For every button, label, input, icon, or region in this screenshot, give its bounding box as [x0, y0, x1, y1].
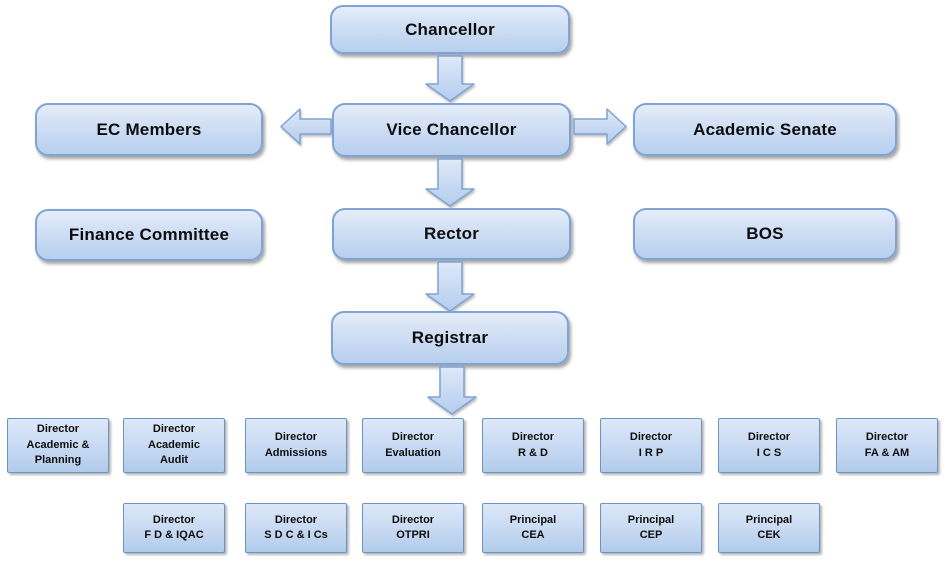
arrow-down-registrar-icon: [427, 366, 477, 415]
node-rector: Rector: [332, 208, 571, 260]
node-principal-cea: Principal CEA: [482, 503, 584, 553]
node-director-fa-am: Director FA & AM: [836, 418, 938, 473]
node-principal-cep: Principal CEP: [600, 503, 702, 553]
node-chancellor: Chancellor: [330, 5, 570, 54]
node-director-evaluation: Director Evaluation: [362, 418, 464, 473]
node-director-ics: Director I C S: [718, 418, 820, 473]
node-academic-senate: Academic Senate: [633, 103, 897, 156]
node-director-academic-planning: Director Academic & Planning: [7, 418, 109, 473]
node-director-otpri: Director OTPRI: [362, 503, 464, 553]
node-director-fd-iqac: Director F D & IQAC: [123, 503, 225, 553]
node-director-sdc-ics: Director S D C & I Cs: [245, 503, 347, 553]
node-director-admissions: Director Admissions: [245, 418, 347, 473]
arrow-right-icon: [573, 108, 627, 145]
node-director-academic-audit: Director Academic Audit: [123, 418, 225, 473]
node-registrar: Registrar: [331, 311, 569, 365]
node-bos: BOS: [633, 208, 897, 260]
arrow-down-rector-icon: [425, 261, 475, 312]
node-director-irp: Director I R P: [600, 418, 702, 473]
node-director-rd: Director R & D: [482, 418, 584, 473]
node-principal-cek: Principal CEK: [718, 503, 820, 553]
arrow-left-icon: [280, 108, 332, 145]
arrow-down-chancellor-icon: [425, 55, 475, 102]
node-finance-committee: Finance Committee: [35, 209, 263, 261]
node-vice-chancellor: Vice Chancellor: [332, 103, 571, 157]
node-ec-members: EC Members: [35, 103, 263, 156]
arrow-down-vc-icon: [425, 158, 475, 207]
